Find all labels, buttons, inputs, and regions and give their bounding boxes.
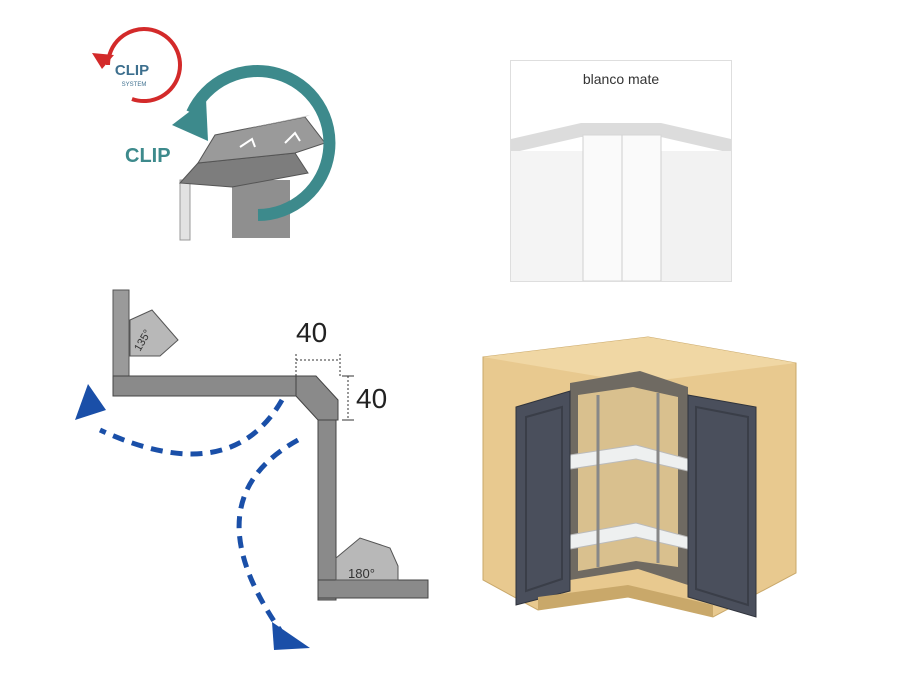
dimension-horizontal-label: 40 (296, 317, 327, 348)
hinge-opening-diagram: 135° 180° 40 40 (60, 280, 440, 660)
finish-label: blanco mate (582, 71, 660, 87)
dimension-vertical-label: 40 (356, 383, 387, 414)
clip-label: CLIP (125, 145, 171, 167)
white-cabinet-doors-image (511, 123, 731, 281)
clip-badge-text: CLIP (115, 62, 149, 79)
left-cabinet-door (515, 390, 571, 606)
rotate-arrow-icon (172, 65, 336, 221)
angle-bottom-label: 180° (348, 566, 375, 581)
door-swing-arrow-left-icon (75, 384, 285, 457)
finish-swatch-panel: blanco mate (510, 60, 732, 282)
right-cabinet-door (687, 394, 757, 618)
hinge-angle-bottom-icon: 180° (335, 537, 399, 581)
door-swing-arrow-down-icon (236, 437, 310, 650)
corner-cabinet-render (478, 335, 798, 625)
hinge-angle-top-icon: 135° (129, 309, 179, 357)
dimension-lines (295, 354, 354, 421)
clip-system-diagram: CLIP SYSTEM CLIP (80, 25, 360, 250)
clip-system-badge-icon: CLIP SYSTEM (92, 27, 182, 103)
clip-badge-subtext: SYSTEM (122, 82, 147, 88)
lazy-susan-shelves (569, 393, 689, 567)
